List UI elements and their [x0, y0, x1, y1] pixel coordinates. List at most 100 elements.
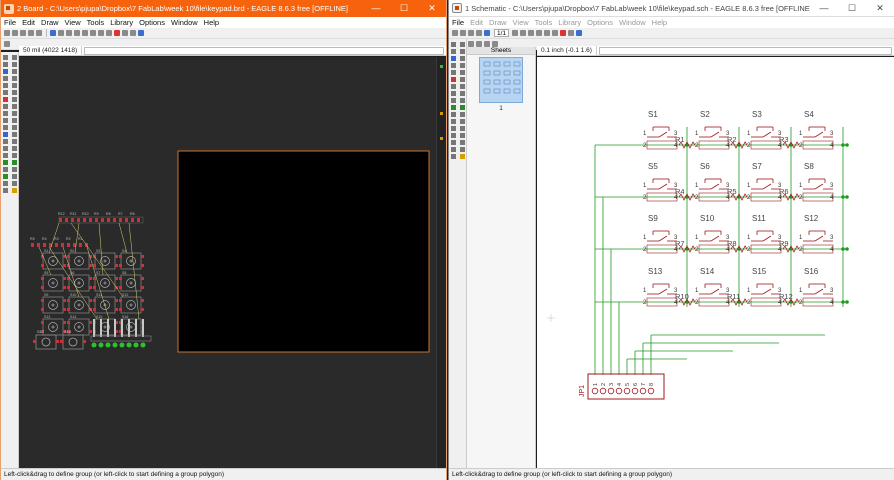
route-tool-icon[interactable] — [3, 132, 8, 137]
zoom-select-icon[interactable] — [536, 30, 543, 36]
minimize-button[interactable]: — — [819, 2, 829, 13]
menu-library[interactable]: Library — [110, 18, 134, 27]
resistor-footprint[interactable]: R10 — [82, 212, 92, 222]
resistor-symbol[interactable]: R4 — [675, 187, 696, 201]
resistor-footprint[interactable]: R3 — [54, 237, 64, 247]
close-button[interactable]: ✕ — [428, 3, 436, 13]
menu-window[interactable]: Window — [618, 18, 646, 27]
menu-tools[interactable]: Tools — [86, 18, 105, 27]
align-tool-icon[interactable] — [3, 83, 8, 88]
polygon-tool-icon[interactable] — [460, 133, 465, 138]
zoom-fit-icon[interactable] — [58, 30, 64, 36]
autorouter-tool-icon[interactable] — [12, 174, 17, 179]
move-tool-icon[interactable] — [3, 69, 8, 74]
attribute-tool-icon[interactable] — [451, 140, 456, 145]
resistor-footprint[interactable]: R8 — [106, 212, 116, 222]
resistor-symbol[interactable]: R8 — [727, 239, 748, 253]
resistor-symbol[interactable]: R5 — [727, 187, 748, 201]
print-icon[interactable] — [28, 30, 34, 36]
change-tool-icon[interactable] — [3, 90, 8, 95]
invoke-tool-icon[interactable] — [460, 98, 465, 103]
save-icon[interactable] — [20, 30, 26, 36]
switch-footprint[interactable]: S8 — [119, 271, 144, 292]
lock-tool-icon[interactable] — [12, 104, 17, 109]
resistor-symbol[interactable]: R11 — [727, 292, 748, 306]
split-tool-icon[interactable] — [451, 98, 456, 103]
menu-draw[interactable]: Draw — [489, 18, 507, 27]
print-icon[interactable] — [476, 30, 482, 36]
bottom-switch-s17[interactable]: S17 — [33, 329, 59, 350]
resistor-footprint[interactable]: R7 — [118, 212, 128, 222]
menu-options[interactable]: Options — [139, 18, 165, 27]
help-icon[interactable] — [130, 30, 136, 36]
board-outline[interactable] — [177, 150, 430, 353]
switch-to-schematic-icon[interactable] — [50, 30, 56, 36]
switch-footprint[interactable]: S1 — [41, 249, 66, 270]
name-tool-icon[interactable] — [3, 111, 8, 116]
text-icon[interactable] — [484, 41, 490, 47]
polygon-tool-icon[interactable] — [12, 153, 17, 158]
rotate-tool-icon[interactable] — [12, 76, 17, 81]
command-line-input[interactable] — [598, 46, 892, 55]
board-titlebar[interactable]: 2 Board - C:\Users\pjupa\Dropbox\7 FabLa… — [1, 0, 446, 17]
design-link-icon[interactable] — [138, 30, 144, 36]
help-icon[interactable] — [568, 30, 575, 36]
grid-icon[interactable] — [4, 41, 10, 47]
show-tool-icon[interactable] — [460, 42, 465, 47]
switch-to-board-icon[interactable] — [484, 30, 490, 36]
menu-file[interactable]: File — [4, 18, 17, 27]
menu-view[interactable]: View — [512, 18, 529, 27]
junction-tool-icon[interactable] — [451, 112, 456, 117]
menu-view[interactable]: View — [64, 18, 81, 27]
info-tool-icon[interactable] — [451, 42, 456, 47]
menu-help[interactable]: Help — [203, 18, 220, 27]
resistor-symbol[interactable]: R7 — [675, 239, 696, 253]
minimize-button[interactable]: — — [371, 3, 381, 13]
zoom-out-icon[interactable] — [74, 30, 80, 36]
resistor-symbol[interactable]: R10 — [675, 292, 696, 306]
sheet-select[interactable]: 1/1 — [494, 29, 510, 37]
group-tool-icon[interactable] — [451, 70, 456, 75]
via-tool-icon[interactable] — [3, 160, 8, 165]
menu-options[interactable]: Options — [587, 18, 613, 27]
mark-tool-icon[interactable] — [460, 49, 465, 54]
resistor-footprint[interactable]: R9 — [94, 212, 104, 222]
resistor-footprint[interactable]: R5 — [30, 237, 40, 247]
switch-footprint[interactable]: S4 — [119, 249, 144, 270]
schematic-titlebar[interactable]: 1 Schematic - C:\Users\pjupa\Dropbox\7 F… — [449, 0, 894, 17]
mirror-tool-icon[interactable] — [451, 63, 456, 68]
group-tool-icon[interactable] — [12, 83, 17, 88]
split-tool-icon[interactable] — [3, 125, 8, 130]
menu-tools[interactable]: Tools — [534, 18, 553, 27]
stop-icon[interactable] — [114, 30, 120, 36]
copy-tool-icon[interactable] — [460, 56, 465, 61]
resistor-footprint[interactable]: R6 — [130, 212, 140, 222]
arc-tool-icon[interactable] — [460, 126, 465, 131]
show-tool-icon[interactable] — [12, 55, 17, 60]
rect-tool-icon[interactable] — [3, 153, 8, 158]
ripup-tool-icon[interactable] — [12, 132, 17, 137]
resistor-footprint[interactable]: R12 — [58, 212, 68, 222]
menu-edit[interactable]: Edit — [22, 18, 36, 27]
zoom-out-icon[interactable] — [528, 30, 535, 36]
switch-footprint[interactable]: S10 — [67, 293, 92, 314]
cam-icon[interactable] — [36, 30, 42, 36]
resistor-symbol[interactable]: R9 — [779, 239, 800, 253]
menu-window[interactable]: Window — [170, 18, 198, 27]
erc-drc-tool-icon[interactable] — [3, 181, 8, 186]
menu-draw[interactable]: Draw — [41, 18, 59, 27]
command-line-input[interactable] — [84, 46, 444, 55]
hole-tool-icon[interactable] — [12, 160, 17, 165]
erc-tool-icon[interactable] — [451, 147, 456, 152]
